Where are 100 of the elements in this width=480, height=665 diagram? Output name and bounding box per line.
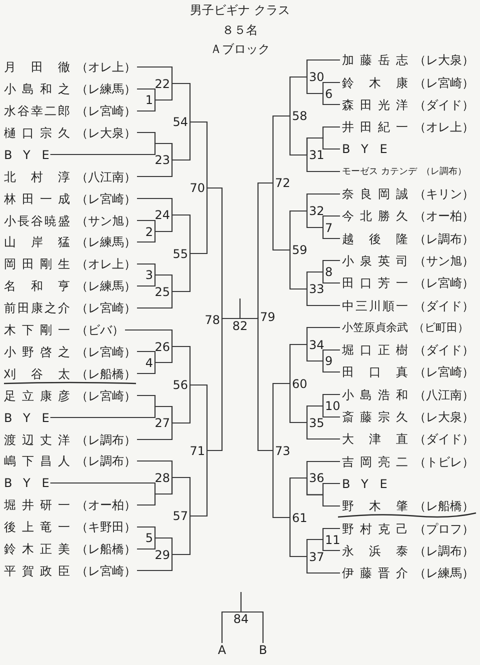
bracket-line xyxy=(322,272,340,284)
match-number: 78 xyxy=(204,312,222,326)
team-name: （ダイド） xyxy=(414,342,474,358)
team-name: （レ宮崎） xyxy=(414,74,474,90)
match-number: 9 xyxy=(323,354,333,368)
bracket-line xyxy=(137,460,173,478)
team-name: （ビバ） xyxy=(76,322,124,338)
match-number: 55 xyxy=(172,246,190,260)
bracket-line xyxy=(306,155,340,172)
player-name: 田口芳一 xyxy=(342,275,408,291)
bracket-line xyxy=(306,422,340,440)
match-number: 82 xyxy=(230,318,250,332)
match-number: 6 xyxy=(323,86,333,100)
match-number: 84 xyxy=(231,612,251,626)
bracket-line xyxy=(306,478,340,507)
player-name: 森田光洋 xyxy=(342,96,408,112)
player-name: 堀井研一 xyxy=(4,497,70,513)
match-number: 28 xyxy=(154,470,172,484)
match-number: 35 xyxy=(307,416,324,430)
player-name: 林田一成 xyxy=(4,190,70,206)
bracket-line xyxy=(137,538,156,550)
bracket-line xyxy=(155,346,173,364)
bracket-line xyxy=(272,183,290,251)
bracket-line xyxy=(207,187,223,320)
bracket-line xyxy=(289,384,307,424)
team-name: （レ宮崎） xyxy=(76,103,136,119)
bracket-line xyxy=(241,611,264,643)
match-number: 3 xyxy=(145,268,155,282)
player-name: 小泉英司 xyxy=(342,252,408,268)
entry-count: ８５名 xyxy=(222,22,258,38)
match-number: 36 xyxy=(307,471,324,485)
bracket-line xyxy=(137,88,156,100)
block-name: Ａブロック xyxy=(210,41,270,57)
team-name: （レ調布） xyxy=(414,230,474,246)
bracket-line xyxy=(137,554,173,572)
team-name: （レ宮崎） xyxy=(76,190,136,206)
match-number: 56 xyxy=(172,378,190,392)
match-number: 33 xyxy=(307,282,324,296)
bracket-line xyxy=(306,193,340,211)
team-name: （レ宮崎） xyxy=(76,344,136,360)
bracket-line xyxy=(172,214,191,254)
bracket-line xyxy=(50,406,173,423)
player-name: 永浜泰 xyxy=(342,542,408,558)
bracket-line xyxy=(289,518,307,558)
match-number: 37 xyxy=(307,550,324,564)
bracket-line xyxy=(322,540,340,552)
team-name: （サン旭） xyxy=(76,212,136,228)
bracket-line xyxy=(50,142,173,160)
team-name: （レ大泉） xyxy=(414,52,474,68)
block-label: B xyxy=(256,643,270,657)
team-name: （レ大泉） xyxy=(414,409,474,425)
bracket-line xyxy=(137,478,173,506)
team-name: （レ宮崎） xyxy=(76,562,136,578)
player-name: 渡辺丈洋 xyxy=(4,432,70,448)
match-number: 4 xyxy=(145,356,155,370)
player-name: 岡田剛生 xyxy=(4,256,70,272)
team-name: （レ大泉） xyxy=(76,124,136,140)
bracket-line xyxy=(306,137,340,155)
bracket-line xyxy=(155,537,173,554)
match-number: 79 xyxy=(258,310,276,324)
player-name: 小野啓之 xyxy=(4,344,70,360)
player-name: 名和亨 xyxy=(4,278,70,294)
team-name: （サン旭） xyxy=(414,252,474,268)
team-name: （ダイド） xyxy=(414,96,474,112)
bracket-line xyxy=(137,423,173,440)
match-number: 57 xyxy=(172,509,190,523)
match-number: 32 xyxy=(307,204,324,218)
player-name: 水谷幸二郎 xyxy=(4,103,70,119)
team-name: （レ練馬） xyxy=(414,565,474,581)
match-number: 60 xyxy=(290,376,308,390)
player-name: 中三川順一 xyxy=(342,298,408,314)
team-name: （オー柏） xyxy=(414,208,474,224)
bracket-line xyxy=(137,160,173,178)
bracket-line xyxy=(306,271,323,289)
bracket-line xyxy=(289,210,307,250)
bracket-line xyxy=(289,477,307,518)
player-name: 嶋下昌人 xyxy=(4,453,70,469)
bracket-line xyxy=(137,232,156,243)
match-number: 30 xyxy=(307,70,324,84)
player-name: 小島浩和 xyxy=(342,386,408,402)
bracket-line xyxy=(289,116,307,156)
player-name: 小笠原貞余武 xyxy=(342,320,408,336)
team-name: （レ練馬） xyxy=(76,278,136,294)
bracket-line xyxy=(257,317,273,452)
match-number: 71 xyxy=(190,444,207,458)
player-name: 鈴木正美 xyxy=(4,541,70,557)
player-name: 小島和之 xyxy=(4,81,70,97)
team-name: （八江南） xyxy=(76,168,136,184)
player-name: 吉岡亮二 xyxy=(342,454,408,470)
bracket-line xyxy=(137,362,156,374)
match-number: 31 xyxy=(307,148,324,162)
bracket-line xyxy=(137,100,156,112)
match-number: 72 xyxy=(273,176,290,190)
bracket-line xyxy=(221,318,240,320)
match-number: 5 xyxy=(145,531,155,545)
bracket-line xyxy=(172,82,191,122)
player-name: 樋口宗久 xyxy=(4,124,70,140)
player-name: 加藤岳志 xyxy=(342,52,408,68)
team-name: （トビレ） xyxy=(414,454,474,470)
team-name: （レ船橋） xyxy=(414,498,474,514)
